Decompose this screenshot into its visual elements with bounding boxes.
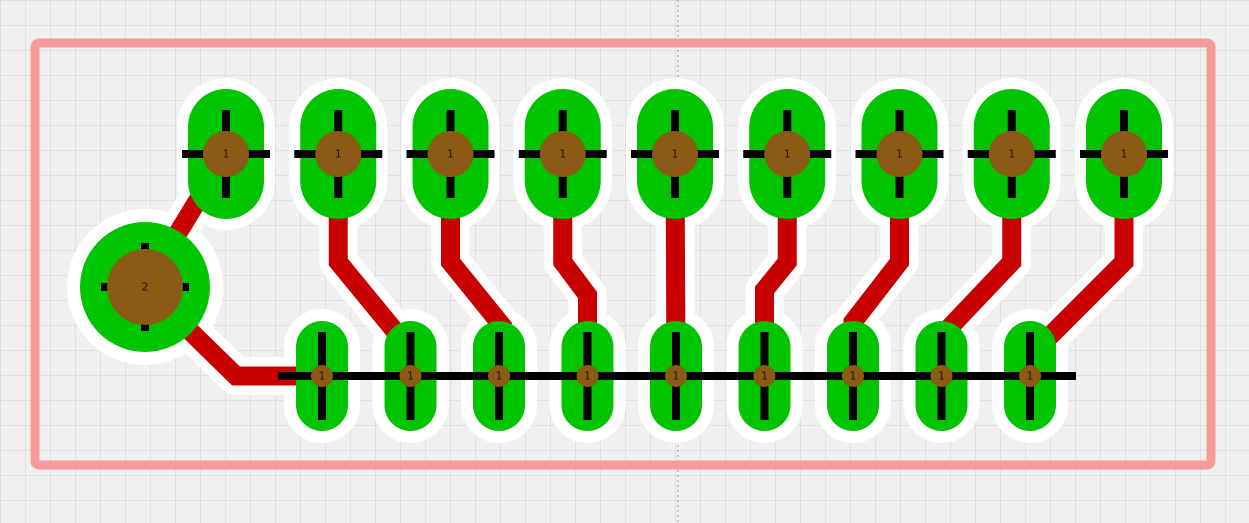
bottom-pad-drill [1019,365,1041,387]
large-pad-drill [107,249,183,325]
bottom-pad-drill [665,365,687,387]
bottom-pad-label: 1 [319,370,326,383]
bottom-pad-label: 1 [1027,370,1034,383]
label-layer: 1 1 1 1 1 1 1 1 1 1 1 1 1 1 1 1 1 1 2 [142,148,1128,383]
top-pad-label: 1 [447,148,454,161]
large-pad-label: 2 [142,281,149,294]
top-pad-label: 1 [1008,148,1015,161]
top-pad-label: 1 [1121,148,1128,161]
top-pad-label: 1 [223,148,230,161]
top-pad-label: 1 [896,148,903,161]
pad-layer [80,89,1168,431]
top-pad-drill [1101,131,1147,177]
bottom-pad-label: 1 [584,370,591,383]
top-pad-drill [315,131,362,177]
bottom-pad-drill [842,365,864,387]
bottom-pad-drill [576,365,599,387]
top-pad-drill [652,131,698,177]
top-pad-drill [203,131,249,177]
top-pad-drill [764,131,811,177]
bottom-pad-drill [930,365,953,387]
top-pad-drill [988,131,1035,177]
top-pad-drill [427,131,474,177]
top-pad-drill [876,131,923,177]
bottom-pad-label: 1 [407,370,414,383]
top-pad-label: 1 [672,148,679,161]
top-pad-label: 1 [335,148,342,161]
bottom-pad-label: 1 [761,370,768,383]
bottom-pad-label: 1 [673,370,680,383]
bottom-pad-drill [488,365,510,387]
bottom-pad-label: 1 [850,370,857,383]
bottom-pad-drill [311,365,333,387]
bottom-pad-drill [753,365,776,387]
bottom-pad-label: 1 [496,370,503,383]
board-outline [30,38,1216,470]
bottom-pad-drill [399,365,422,387]
top-pad-label: 1 [784,148,791,161]
bottom-pad-label: 1 [938,370,945,383]
top-pad-drill [539,131,586,177]
top-pad-label: 1 [559,148,566,161]
